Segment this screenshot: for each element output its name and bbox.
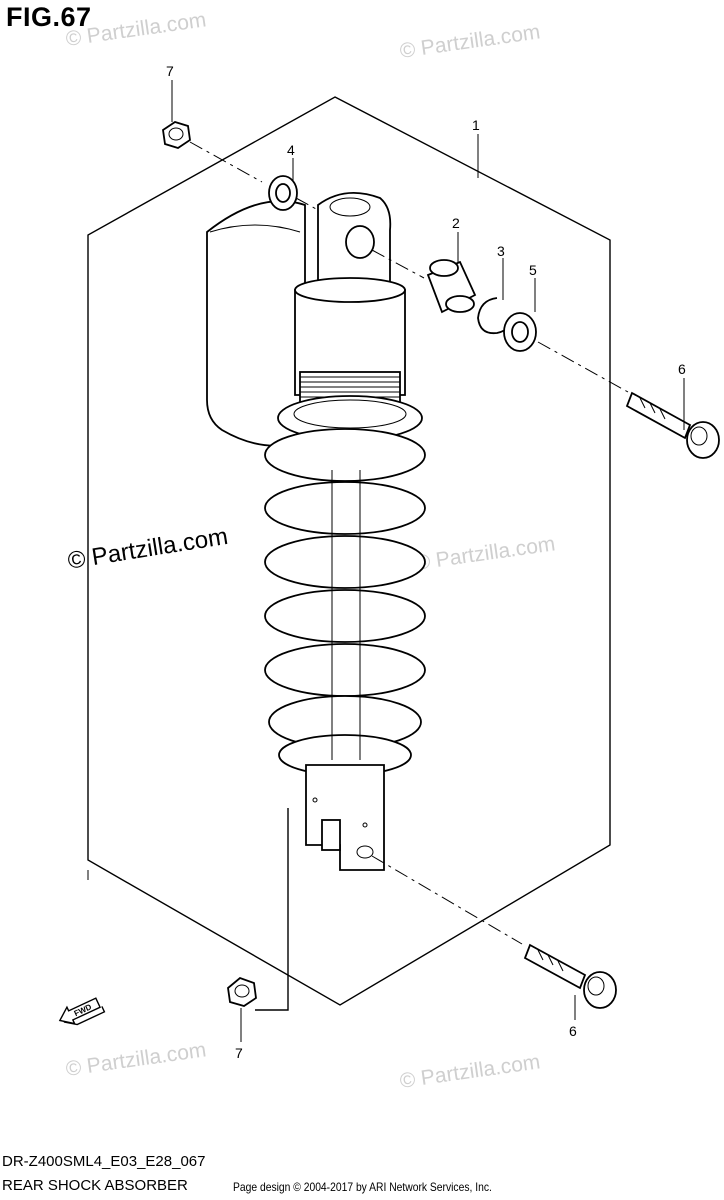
clevis-hole bbox=[356, 845, 374, 859]
washer-part-5 bbox=[503, 312, 537, 352]
callout-1: 1 bbox=[472, 117, 480, 133]
upper-eye-hole bbox=[345, 225, 375, 259]
damper-body-top bbox=[294, 277, 406, 303]
frame-detail-line bbox=[255, 808, 289, 1011]
copyright-text: Page design © 2004-2017 by ARI Network S… bbox=[233, 1180, 492, 1194]
assembly-frame bbox=[87, 96, 611, 1006]
nut-part-7-bottom bbox=[227, 976, 257, 1007]
clevis-slot bbox=[321, 819, 341, 851]
clevis-marker bbox=[312, 797, 318, 803]
alignment-line bbox=[371, 855, 523, 945]
coil-spring bbox=[264, 428, 426, 776]
bolt-part-6-bottom bbox=[523, 943, 617, 1009]
callout-6-top: 6 bbox=[678, 361, 686, 377]
callout-7-top: 7 bbox=[166, 63, 174, 79]
callout-2: 2 bbox=[452, 215, 460, 231]
alignment-line bbox=[537, 341, 629, 393]
alignment-line bbox=[295, 197, 319, 211]
alignment-line bbox=[371, 249, 425, 279]
fwd-arrow-icon: FWD bbox=[58, 997, 106, 1026]
callout-7-bottom: 7 bbox=[235, 1045, 243, 1061]
piston-rod bbox=[331, 470, 361, 760]
diagram-title: REAR SHOCK ABSORBER bbox=[2, 1177, 188, 1194]
spring-seat-inner bbox=[293, 399, 407, 429]
figure-title: FIG.67 bbox=[6, 2, 92, 32]
nut-part-7-top bbox=[162, 121, 191, 149]
washer-part-4 bbox=[268, 175, 298, 211]
upper-eye-top bbox=[329, 197, 371, 217]
bushing-part-2 bbox=[426, 259, 477, 314]
alignment-line bbox=[189, 141, 263, 183]
model-code: DR-Z400SML4_E03_E28_067 bbox=[2, 1153, 206, 1170]
callout-4: 4 bbox=[287, 142, 295, 158]
callout-6-bottom: 6 bbox=[569, 1023, 577, 1039]
callout-3: 3 bbox=[497, 243, 505, 259]
bolt-part-6-top bbox=[625, 391, 720, 459]
clevis-marker bbox=[362, 822, 368, 828]
callout-5: 5 bbox=[529, 262, 537, 278]
reservoir-cap bbox=[209, 224, 301, 233]
